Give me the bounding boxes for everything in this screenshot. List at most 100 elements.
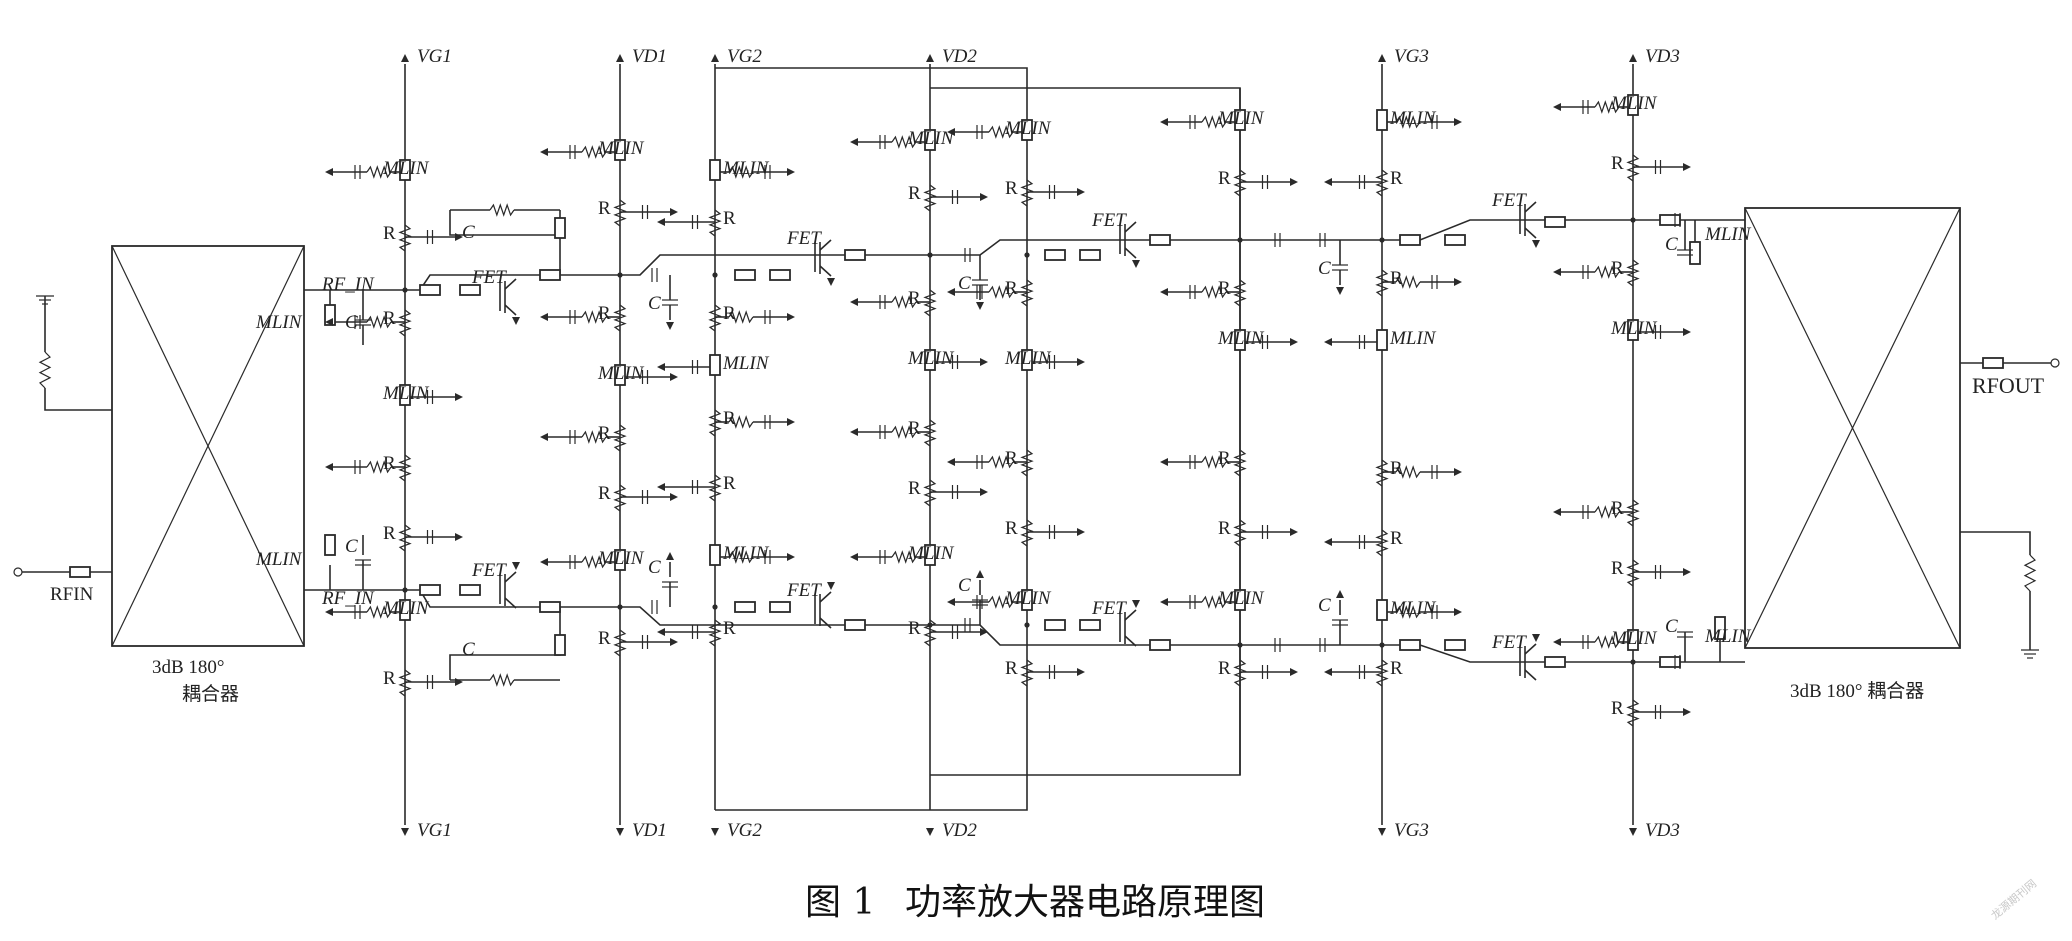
c-label: C xyxy=(462,639,475,660)
resistor xyxy=(581,555,607,569)
microstrip-line xyxy=(1444,234,1466,246)
microstrip-line xyxy=(419,584,441,596)
resistor xyxy=(923,289,937,317)
resistor xyxy=(366,460,392,474)
bias-label: R xyxy=(598,483,611,504)
bias-label: R xyxy=(383,523,396,544)
rfin-label: RFIN xyxy=(50,584,94,605)
bias-label: MLIN xyxy=(1389,108,1437,129)
resistor xyxy=(38,351,52,389)
resistor xyxy=(613,304,627,332)
resistor xyxy=(1233,279,1247,307)
microstrip-line xyxy=(1376,599,1388,621)
output-coupler-label: 3dB 180° 耦合器 xyxy=(1790,680,1924,702)
resistor xyxy=(988,595,1014,609)
figure-number: 图 1 xyxy=(805,882,875,923)
ground-arrow-icon xyxy=(980,358,988,366)
fet-source xyxy=(1524,643,1537,655)
resistor xyxy=(728,415,754,429)
supply-arrow-icon xyxy=(976,302,984,310)
fet-source xyxy=(819,265,832,277)
microstrip-line xyxy=(1044,619,1066,631)
supply-arrow-icon xyxy=(666,322,674,330)
supply-arrow-icon xyxy=(666,552,674,560)
microstrip-line xyxy=(614,549,626,571)
supply-arrow-icon xyxy=(926,828,934,836)
c-label: C xyxy=(958,273,971,294)
resistor xyxy=(1626,699,1640,727)
resistor xyxy=(923,619,937,647)
ground-arrow-icon xyxy=(1160,118,1168,126)
bias-label: R xyxy=(1218,658,1231,679)
input-coupler-label-1: 3dB 180° xyxy=(152,657,225,678)
ground-arrow-icon xyxy=(325,168,333,176)
supply-arrow-icon xyxy=(401,54,409,62)
microstrip-line xyxy=(1021,349,1033,371)
microstrip-line xyxy=(924,349,936,371)
resistor xyxy=(1020,519,1034,547)
microstrip-line xyxy=(554,217,566,239)
ground-arrow-icon xyxy=(325,463,333,471)
resistor xyxy=(613,424,627,452)
resistor xyxy=(1395,115,1421,129)
watermark: 龙源期刊网 xyxy=(1988,876,2039,922)
bias-label: MLIN xyxy=(597,138,645,159)
ground-arrow-icon xyxy=(1290,668,1298,676)
c-label: C xyxy=(958,575,971,596)
resistor xyxy=(1233,519,1247,547)
junction-dot xyxy=(617,604,623,610)
microstrip-line xyxy=(1234,329,1246,351)
bias-label: R xyxy=(383,308,396,329)
microstrip-line xyxy=(709,159,721,181)
bias-label: MLIN xyxy=(382,383,430,404)
supply-arrow-icon xyxy=(827,582,835,590)
supply-arrow-icon xyxy=(512,317,520,325)
vg2-bus xyxy=(715,67,1028,811)
fet-drain xyxy=(504,597,517,609)
microstrip-line xyxy=(1544,216,1566,228)
resistor xyxy=(2023,554,2037,592)
bias-label: R xyxy=(1005,178,1018,199)
ground-arrow-icon xyxy=(850,428,858,436)
supply-label-bottom: VG2 xyxy=(727,820,762,841)
microstrip-line xyxy=(734,601,756,613)
bias-label: MLIN xyxy=(1217,588,1265,609)
ground-arrow-icon xyxy=(1553,508,1561,516)
microstrip-line xyxy=(1689,241,1701,265)
supply-arrow-icon xyxy=(616,54,624,62)
fet-source xyxy=(1524,227,1537,239)
resistor xyxy=(613,629,627,657)
microstrip-line xyxy=(554,634,566,656)
supply-label-top: VD2 xyxy=(942,46,977,67)
resistor xyxy=(366,315,392,329)
microstrip-line xyxy=(459,284,481,296)
supply-arrow-icon xyxy=(1378,828,1386,836)
bias-label: R xyxy=(598,198,611,219)
vd2-bus xyxy=(930,87,1241,776)
ground-arrow-icon xyxy=(670,638,678,646)
supply-label-top: VG2 xyxy=(727,46,762,67)
bias-label: MLIN xyxy=(1389,328,1437,349)
fet-drain xyxy=(1124,221,1137,233)
junction-dot xyxy=(617,272,623,278)
resistor xyxy=(1233,659,1247,687)
fet-label: FET xyxy=(786,580,822,601)
bias-label: R xyxy=(598,303,611,324)
mlin-label: MLIN xyxy=(255,549,303,570)
bias-label: R xyxy=(723,618,736,639)
input-coupler-label-2: 耦合器 xyxy=(182,683,239,705)
resistor xyxy=(1020,449,1034,477)
fet-drain xyxy=(1524,669,1537,681)
junction-dot xyxy=(1237,642,1243,648)
microstrip-line xyxy=(924,544,936,566)
resistor xyxy=(1375,269,1389,297)
ground-arrow-icon xyxy=(1077,358,1085,366)
resistor xyxy=(988,285,1014,299)
fet-drain xyxy=(819,617,832,629)
microstrip-line xyxy=(1659,656,1681,668)
bias-label: R xyxy=(723,208,736,229)
ground-arrow-icon xyxy=(657,363,665,371)
feedback-wire xyxy=(449,607,561,680)
resistor xyxy=(728,310,754,324)
bias-label: R xyxy=(383,453,396,474)
